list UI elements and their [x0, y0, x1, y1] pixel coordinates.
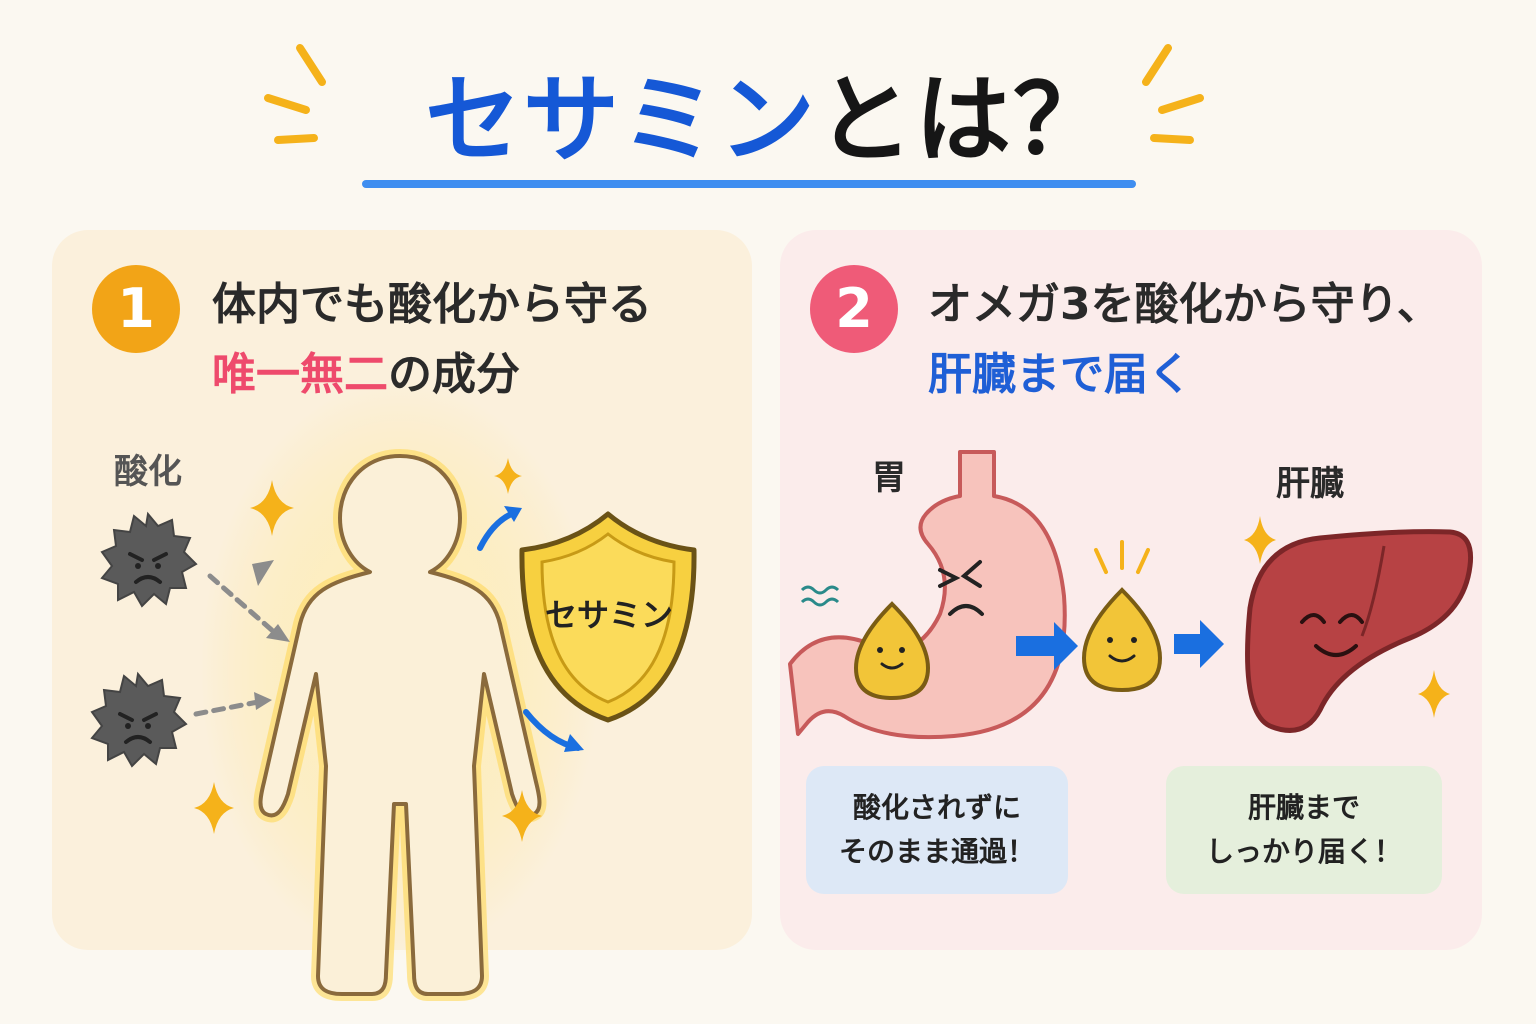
- sparkle-icon: [194, 458, 542, 842]
- panel2-heading-line1: オメガ3を酸化から守り、: [928, 279, 1441, 330]
- stomach-icon: [788, 450, 1067, 740]
- stomach-label: 胃: [872, 458, 906, 498]
- virus-icon: [90, 671, 188, 768]
- panel2-heading-line2: 肝臓まで届く: [928, 349, 1192, 400]
- title-underline: [362, 180, 1136, 188]
- number-badge-1: 1: [92, 265, 180, 353]
- panel-antioxidant: 1 体内でも酸化から守る 唯一無二の成分 酸化: [52, 230, 752, 1001]
- arrow-right-icon: [1016, 620, 1224, 670]
- panel1-illustration: [90, 380, 697, 1001]
- shield-label: セサミン: [544, 596, 673, 634]
- liver-label: 肝臓: [1276, 464, 1344, 504]
- panel2-heading: オメガ3を酸化から守り、 肝臓まで届く: [928, 270, 1441, 410]
- number-badge-2: 2: [810, 265, 898, 353]
- virus-icon: [100, 511, 198, 608]
- sparkle-icon: [1244, 516, 1450, 718]
- oil-drop-icon: [853, 601, 931, 701]
- bubble1-line2: そのまま通過！: [838, 835, 1035, 868]
- panel2-illustration: [788, 450, 1474, 740]
- page-title: セサミンとは？: [0, 60, 1536, 180]
- emphasis-rays-icon: [264, 44, 1204, 144]
- shield-icon: [519, 511, 697, 723]
- panel-omega3-delivery: 2 オメガ3を酸化から守り、 肝臓まで届く 胃 肝臓: [780, 230, 1482, 950]
- title-area: セサミンとは？: [0, 40, 1536, 200]
- arrowhead-icon: [252, 560, 290, 710]
- human-silhouette: [200, 380, 600, 1001]
- title-blue: セサミン: [425, 64, 817, 176]
- bubble2-line2: しっかり届く！: [1205, 835, 1402, 868]
- bubble1-line1: 酸化されずに: [852, 791, 1021, 824]
- liver-icon: [1245, 529, 1474, 733]
- dashed-arrow-icon: [193, 573, 277, 717]
- panel1-heading-line1: 体内でも酸化から守る: [212, 279, 652, 330]
- note-bubble-reach-liver: 肝臓まで しっかり届く！: [1166, 766, 1442, 894]
- panel1-heading: 体内でも酸化から守る 唯一無二の成分: [212, 270, 652, 410]
- title-dark: とは？: [817, 64, 1111, 176]
- bubble2-line1: 肝臓まで: [1247, 791, 1360, 824]
- oil-drop-icon: [1081, 540, 1163, 693]
- oxidation-label: 酸化: [114, 452, 182, 492]
- note-bubble-pass-through: 酸化されずに そのまま通過！: [806, 766, 1068, 894]
- blue-arrowhead-icon: [504, 506, 584, 752]
